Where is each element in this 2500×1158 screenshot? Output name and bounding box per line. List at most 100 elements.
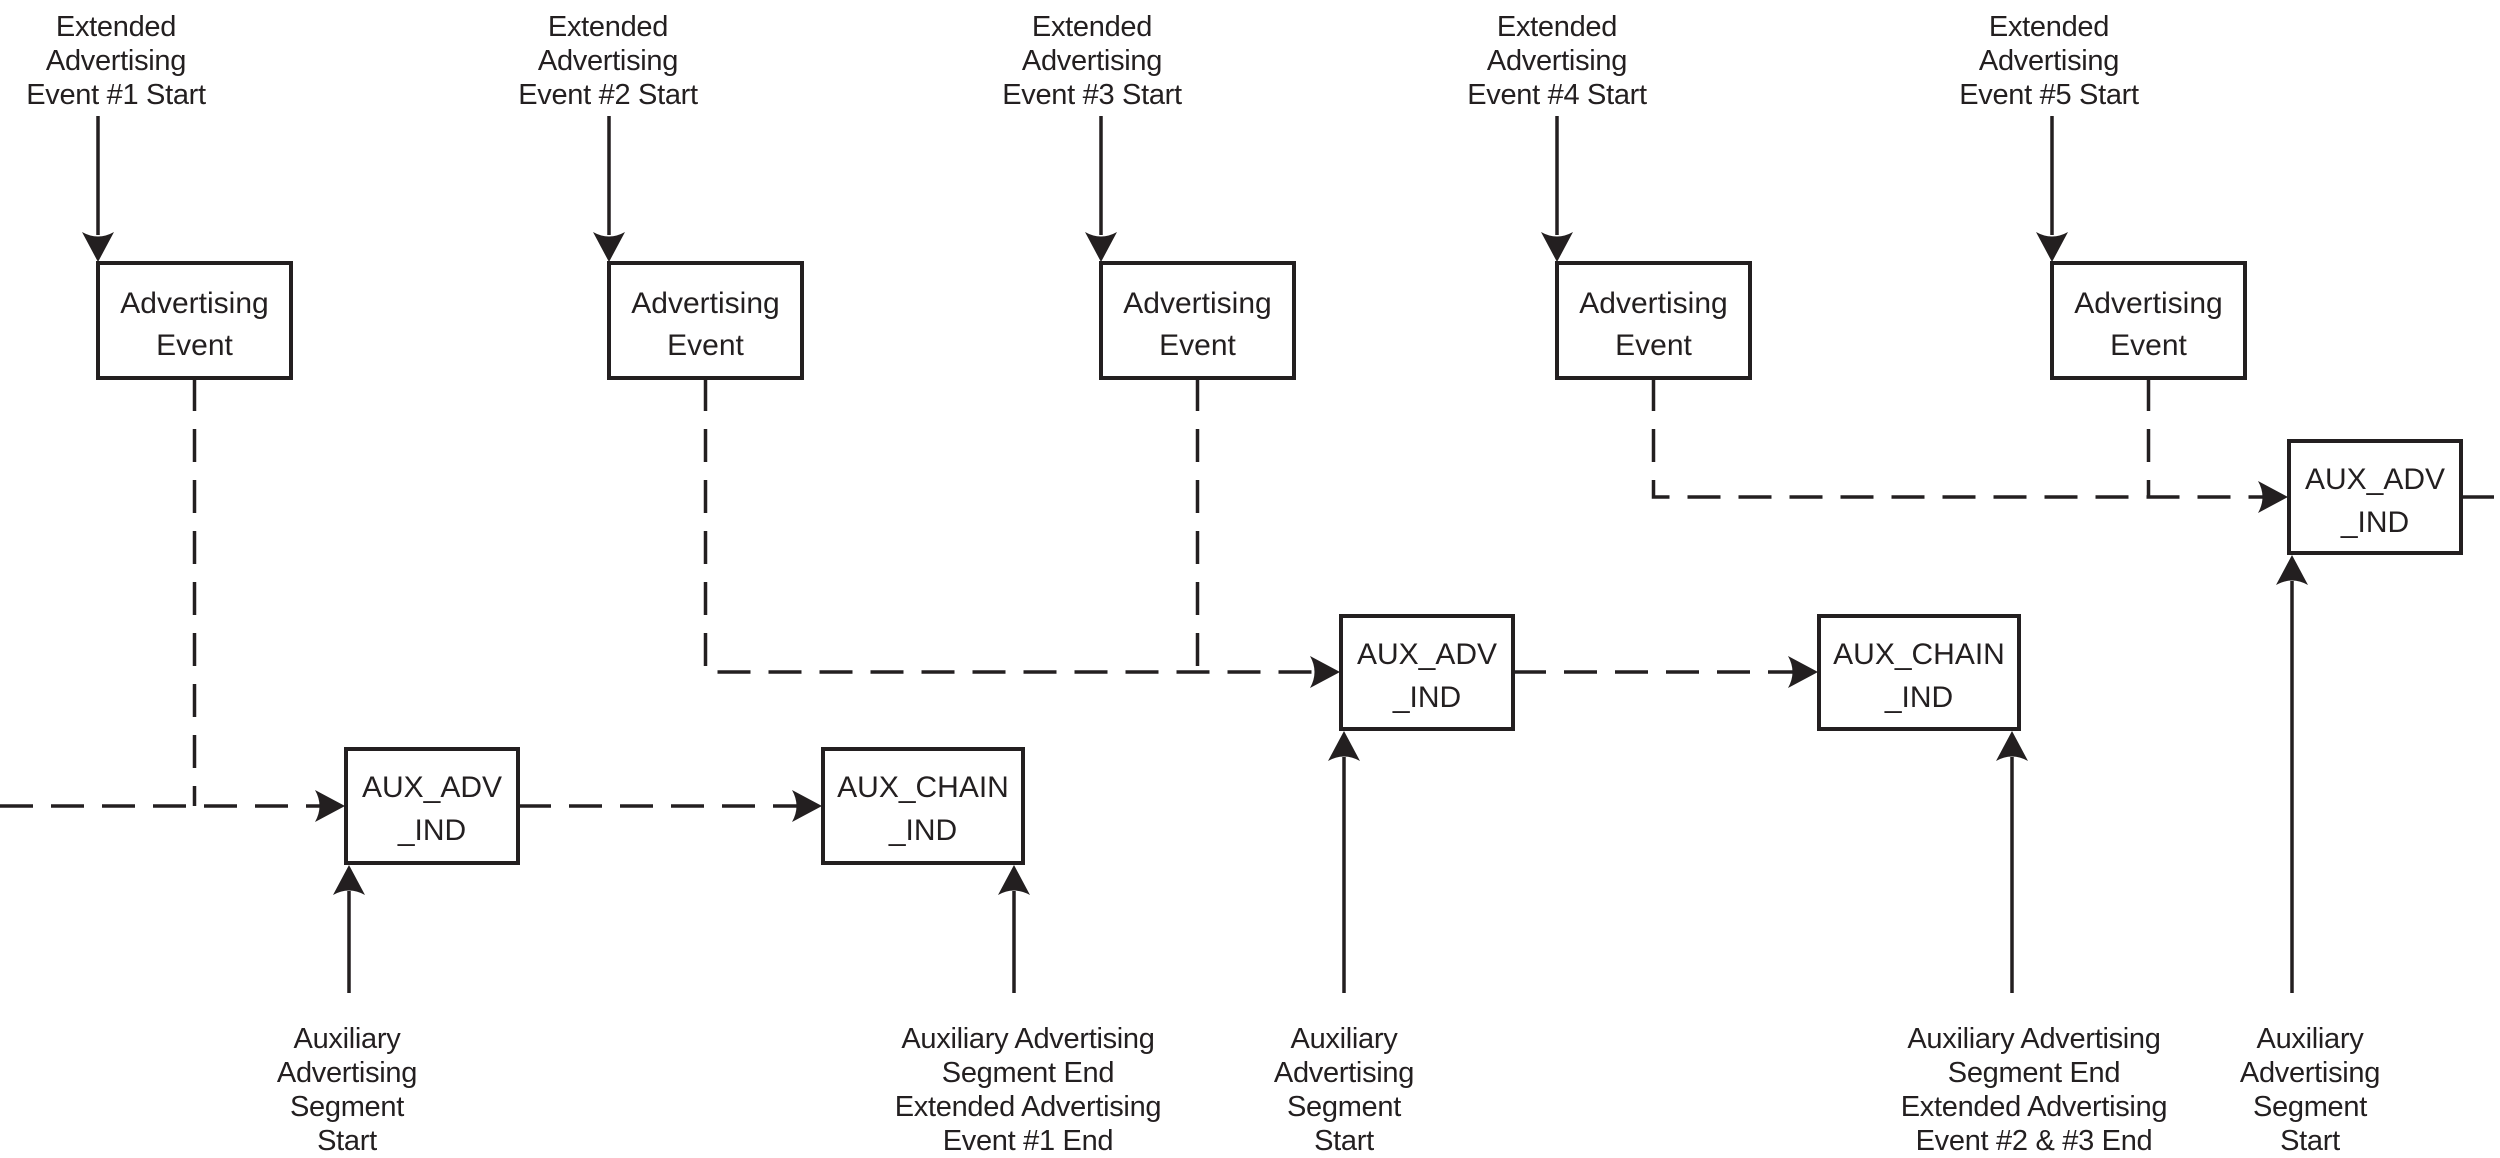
aux-adv-2-arrowhead-right-icon [1310, 656, 1340, 688]
aux-adv-ind-2-text-line1: AUX_ADV [1357, 638, 1497, 671]
aux-chain-ind-2-text-line1: AUX_CHAIN [1833, 638, 2005, 671]
aux-segment-end-label-1: Auxiliary Advertising Segment End Extend… [895, 1023, 1162, 1157]
segment-start-arrow-2 [1328, 731, 1360, 993]
extended-event-1: Extended Advertising Event #1 Start Adve… [26, 11, 293, 380]
aux-segment-end-label-1-line3: Extended Advertising [895, 1091, 1161, 1123]
extended-event-2: Extended Advertising Event #2 Start Adve… [518, 11, 804, 380]
extended-event-3-label-line1: Extended [1032, 11, 1152, 43]
aux-adv-ind-2-box [1339, 614, 1515, 731]
advertising-event-box-5-text-line2: Event [2110, 329, 2187, 362]
extended-event-4-label-line1: Extended [1497, 11, 1617, 43]
aux-chain-1-arrowhead-right-icon [792, 790, 822, 822]
advertising-event-box-1-text-line1: Advertising [120, 287, 268, 320]
segment-start-arrowhead-up-icon-1 [333, 865, 365, 895]
extended-event-2-label-line3: Event #2 Start [518, 79, 698, 111]
advertising-event-box-3-text-line1: Advertising [1123, 287, 1271, 320]
extended-event-5-label-line1: Extended [1989, 11, 2109, 43]
top-section: Extended Advertising Event #1 Start Adve… [26, 11, 2247, 380]
extended-event-4: Extended Advertising Event #4 Start Adve… [1467, 11, 1752, 380]
segment-start-arrowhead-up-icon-2 [1328, 731, 1360, 761]
aux-segment-start-label-2-line1: Auxiliary [1291, 1023, 1399, 1055]
aux-segment-end-label-1-line2: Segment End [942, 1057, 1114, 1089]
aux-segment-end-label-2-line1: Auxiliary Advertising [1907, 1023, 2160, 1055]
aux-segment-start-label-3-line2: Advertising [2240, 1057, 2380, 1089]
segment-marker-arrows [333, 555, 2308, 993]
aux-segment-start-label-1: Auxiliary Advertising Segment Start [277, 1023, 417, 1157]
segment-end-arrow-1 [998, 865, 1030, 993]
advertising-event-box-4-text-line1: Advertising [1579, 287, 1727, 320]
advertising-event-box-3 [1099, 261, 1296, 380]
aux-segment-start-label-1-line3: Segment [290, 1091, 404, 1123]
aux-adv-ind-2-text-line2: _IND [1392, 681, 1461, 714]
aux-segment-start-label-3: Auxiliary Advertising Segment Start [2240, 1023, 2380, 1157]
extended-event-4-label-line3: Event #4 Start [1467, 79, 1647, 111]
advertising-event-box-5 [2050, 261, 2247, 380]
aux-segment-start-label-1-line2: Advertising [277, 1057, 417, 1089]
extended-event-3-label-line2: Advertising [1022, 45, 1162, 77]
extended-event-5-arrowhead-down-icon [2036, 232, 2068, 262]
aux-adv-ind-3-text-line1: AUX_ADV [2305, 463, 2445, 496]
aux-chain-ind-2-box [1817, 614, 2021, 731]
aux-chain-ind-1: AUX_CHAIN _IND [821, 747, 1025, 865]
connector-event4-to-aux-adv-3 [1651, 378, 2263, 499]
aux-segment-start-label-2: Auxiliary Advertising Segment Start [1274, 1023, 1414, 1157]
aux-segment-end-label-2: Auxiliary Advertising Segment End Extend… [1901, 1023, 2168, 1157]
extended-event-2-label-line2: Advertising [538, 45, 678, 77]
extended-event-5-label-line2: Advertising [1979, 45, 2119, 77]
segment-end-arrowhead-up-icon-1 [998, 865, 1030, 895]
segment-start-arrow-3 [2276, 555, 2308, 993]
segment-end-arrowhead-up-icon-2 [1996, 731, 2028, 761]
aux-chain-2-arrowhead-right-icon [1788, 656, 1818, 688]
extended-event-3-arrowhead-down-icon [1085, 232, 1117, 262]
aux-segment-end-label-2-line2: Segment End [1948, 1057, 2120, 1089]
extended-event-3-label-line3: Event #3 Start [1002, 79, 1182, 111]
advertising-event-box-2 [607, 261, 804, 380]
advertising-event-box-2-text-line1: Advertising [631, 287, 779, 320]
aux-segment-start-label-1-line1: Auxiliary [294, 1023, 402, 1055]
aux-adv-ind-2: AUX_ADV _IND [1339, 614, 1515, 731]
dashed-connectors [0, 378, 2500, 822]
aux-adv-ind-1-box [344, 747, 520, 865]
aux-chain-ind-1-text-line2: _IND [888, 814, 957, 847]
aux-segment-end-label-2-line4: Event #2 & #3 End [1916, 1125, 2153, 1157]
aux-adv-ind-1-text-line1: AUX_ADV [362, 771, 502, 804]
advertising-event-box-1-text-line2: Event [156, 329, 233, 362]
aux-chain-ind-1-box [821, 747, 1025, 865]
advertising-event-box-2-text-line2: Event [667, 329, 744, 362]
aux-segment-end-label-1-line1: Auxiliary Advertising [901, 1023, 1154, 1055]
aux-adv-ind-1: AUX_ADV _IND [344, 747, 520, 865]
extended-event-5-label-line3: Event #5 Start [1959, 79, 2139, 111]
extended-event-4-arrowhead-down-icon [1541, 232, 1573, 262]
extended-event-1-label-line2: Advertising [46, 45, 186, 77]
advertising-event-box-5-text-line1: Advertising [2074, 287, 2222, 320]
advertising-event-box-4 [1555, 261, 1752, 380]
advertising-event-box-3-text-line2: Event [1159, 329, 1236, 362]
aux-pdu-section: AUX_ADV _IND AUX_CHAIN _IND AUX_ADV _IND… [344, 439, 2463, 865]
extended-event-2-label-line1: Extended [548, 11, 668, 43]
segment-start-arrow-1 [333, 865, 365, 993]
aux-segment-start-label-2-line3: Segment [1287, 1091, 1401, 1123]
aux-chain-ind-2: AUX_CHAIN _IND [1817, 614, 2021, 731]
bottom-labels: Auxiliary Advertising Segment Start Auxi… [277, 1023, 2380, 1157]
aux-segment-end-label-2-line3: Extended Advertising [1901, 1091, 2167, 1123]
aux-adv-ind-1-text-line2: _IND [397, 814, 466, 847]
aux-segment-start-label-2-line4: Start [1314, 1125, 1374, 1157]
aux-chain-ind-1-text-line1: AUX_CHAIN [837, 771, 1009, 804]
aux-segment-start-label-2-line2: Advertising [1274, 1057, 1414, 1089]
extended-event-5: Extended Advertising Event #5 Start Adve… [1959, 11, 2247, 380]
aux-segment-start-label-3-line3: Segment [2253, 1091, 2367, 1123]
segment-end-arrow-2 [1996, 731, 2028, 993]
extended-event-1-label-line1: Extended [56, 11, 176, 43]
advertising-event-box-4-text-line2: Event [1615, 329, 1692, 362]
extended-event-1-arrowhead-down-icon [82, 232, 114, 262]
aux-adv-ind-3: AUX_ADV _IND [2287, 439, 2463, 555]
segment-start-arrowhead-up-icon-3 [2276, 555, 2308, 585]
extended-event-3: Extended Advertising Event #3 Start Adve… [1002, 11, 1296, 380]
aux-segment-start-label-1-line4: Start [317, 1125, 377, 1157]
aux-segment-start-label-3-line1: Auxiliary [2257, 1023, 2365, 1055]
aux-segment-start-label-3-line4: Start [2280, 1125, 2340, 1157]
connector-event2-to-aux-adv-2 [703, 378, 1315, 674]
extended-event-1-label-line3: Event #1 Start [26, 79, 206, 111]
